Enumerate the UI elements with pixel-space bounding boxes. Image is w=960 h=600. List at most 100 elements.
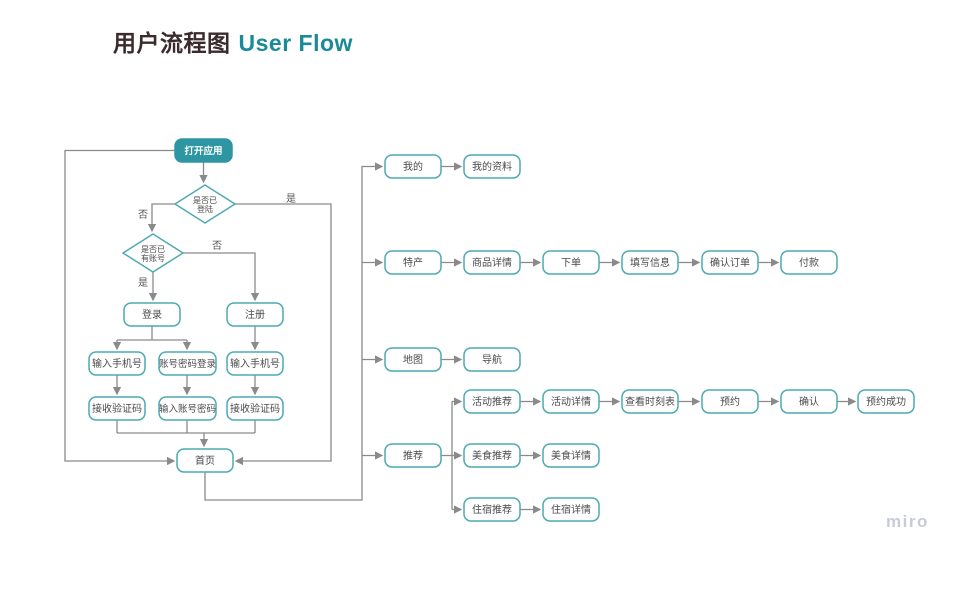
node-decision-account-line2: 有账号 [141, 253, 165, 263]
node-decision-account-shape[interactable] [121, 233, 185, 273]
node-food-detail-shape[interactable] [542, 443, 600, 468]
node-receive-code-a[interactable]: 接收验证码 [88, 396, 146, 421]
node-reserve[interactable]: 预约 [701, 389, 759, 414]
edge-login-split [117, 326, 187, 341]
node-activity-detail-shape[interactable] [542, 389, 600, 414]
node-fill-info-label: 填写信息 [630, 256, 670, 269]
node-stay-detail[interactable]: 住宿详情 [542, 497, 600, 522]
node-confirm[interactable]: 确认 [780, 389, 838, 414]
node-specialty[interactable]: 特产 [384, 250, 442, 275]
node-view-timetable[interactable]: 查看时刻表 [621, 389, 679, 414]
node-login[interactable]: 登录 [123, 302, 181, 327]
node-account-pwd-login-label: 账号密码登录 [159, 358, 217, 370]
node-stay-recommend-shape[interactable] [463, 497, 521, 522]
node-reserve-success-label: 预约成功 [866, 395, 906, 408]
node-my-profile-shape[interactable] [463, 154, 521, 179]
edge-decision2-no-register [183, 252, 260, 302]
node-place-order-shape[interactable] [542, 250, 600, 275]
node-open-app[interactable]: 打开应用 [174, 138, 233, 163]
node-input-phone-b-shape[interactable] [226, 351, 284, 376]
node-decision-login[interactable]: 是否已 登陆 [173, 184, 237, 224]
node-confirm-order[interactable]: 确认订单 [701, 250, 759, 275]
edge-label-no-has-account: 否 [212, 240, 222, 252]
node-my-profile[interactable]: 我的资料 [463, 154, 521, 179]
node-mine[interactable]: 我的 [384, 154, 442, 179]
node-reserve-success-shape[interactable] [857, 389, 915, 414]
node-input-account-pwd[interactable]: 输入账号密码 [158, 396, 217, 421]
node-place-order[interactable]: 下单 [542, 250, 600, 275]
node-pay[interactable]: 付款 [780, 250, 838, 275]
edge-recommend-branch [441, 401, 453, 510]
node-home-shape[interactable] [176, 448, 234, 473]
page-title-en: User Flow [238, 30, 353, 56]
node-food-detail-label: 美食详情 [551, 449, 591, 462]
node-confirm-order-shape[interactable] [701, 250, 759, 275]
node-specialty-label: 特产 [403, 256, 423, 269]
node-stay-recommend[interactable]: 住宿推荐 [463, 497, 521, 522]
node-map-shape[interactable] [384, 347, 442, 372]
node-specialty-shape[interactable] [384, 250, 442, 275]
edge-decision1-yes-home [234, 203, 332, 466]
node-activity-recommend-shape[interactable] [463, 389, 521, 414]
node-input-phone-a[interactable]: 输入手机号 [88, 351, 146, 376]
node-login-shape[interactable] [123, 302, 181, 327]
node-recommend[interactable]: 推荐 [384, 443, 442, 468]
node-fill-info-shape[interactable] [621, 250, 679, 275]
node-navigation-shape[interactable] [463, 347, 521, 372]
edge-home-trunk-mine [204, 162, 384, 501]
node-decision-account[interactable]: 是否已 有账号 [121, 233, 185, 273]
node-food-detail[interactable]: 美食详情 [542, 443, 600, 468]
node-reserve-shape[interactable] [701, 389, 759, 414]
node-map[interactable]: 地图 [384, 347, 442, 372]
node-activity-detail-label: 活动详情 [551, 395, 591, 408]
node-food-recommend[interactable]: 美食推荐 [463, 443, 521, 468]
node-input-phone-b[interactable]: 输入手机号 [226, 351, 284, 376]
node-navigation-label: 导航 [482, 353, 502, 366]
node-receive-code-b[interactable]: 接收验证码 [226, 396, 284, 421]
node-activity-recommend[interactable]: 活动推荐 [463, 389, 521, 414]
node-product-detail-shape[interactable] [463, 250, 521, 275]
node-view-timetable-shape[interactable] [621, 389, 679, 414]
node-stay-recommend-label: 住宿推荐 [472, 503, 512, 516]
node-input-phone-a-label: 输入手机号 [92, 357, 142, 370]
node-account-pwd-login-shape[interactable] [158, 351, 217, 376]
node-reserve-success[interactable]: 预约成功 [857, 389, 915, 414]
node-receive-code-b-shape[interactable] [226, 396, 284, 421]
edge-decision1-no-decision2 [147, 203, 175, 233]
node-decision-login-line1: 是否已 [193, 196, 217, 205]
node-open-app-shape[interactable] [174, 138, 233, 163]
node-receive-code-a-shape[interactable] [88, 396, 146, 421]
node-decision-login-shape[interactable] [173, 184, 237, 224]
node-confirm-shape[interactable] [780, 389, 838, 414]
node-register[interactable]: 注册 [226, 302, 284, 327]
node-navigation[interactable]: 导航 [463, 347, 521, 372]
node-home[interactable]: 首页 [176, 448, 234, 473]
node-product-detail[interactable]: 商品详情 [463, 250, 521, 275]
node-view-timetable-label: 查看时刻表 [625, 395, 675, 408]
node-activity-detail[interactable]: 活动详情 [542, 389, 600, 414]
node-register-shape[interactable] [226, 302, 284, 327]
node-recommend-shape[interactable] [384, 443, 442, 468]
node-food-recommend-label: 美食推荐 [472, 449, 512, 462]
node-input-phone-a-shape[interactable] [88, 351, 146, 376]
node-pay-shape[interactable] [780, 250, 838, 275]
node-mine-shape[interactable] [384, 154, 442, 179]
edges [64, 149, 857, 514]
node-food-recommend-shape[interactable] [463, 443, 521, 468]
node-login-label: 登录 [142, 308, 162, 321]
edge-openapp-home-loop [64, 149, 176, 466]
node-activity-recommend-label: 活动推荐 [472, 395, 512, 408]
node-confirm-order-label: 确认订单 [710, 256, 750, 269]
edge-label-yes-logged-in: 是 [286, 193, 296, 205]
node-input-account-pwd-shape[interactable] [158, 396, 217, 421]
node-decision-login-line2: 登陆 [197, 204, 213, 214]
node-account-pwd-login[interactable]: 账号密码登录 [158, 351, 217, 376]
node-product-detail-label: 商品详情 [472, 256, 512, 269]
node-my-profile-label: 我的资料 [472, 160, 512, 173]
node-mine-label: 我的 [403, 160, 423, 173]
node-fill-info[interactable]: 填写信息 [621, 250, 679, 275]
node-stay-detail-shape[interactable] [542, 497, 600, 522]
node-open-app-label: 打开应用 [184, 145, 222, 157]
